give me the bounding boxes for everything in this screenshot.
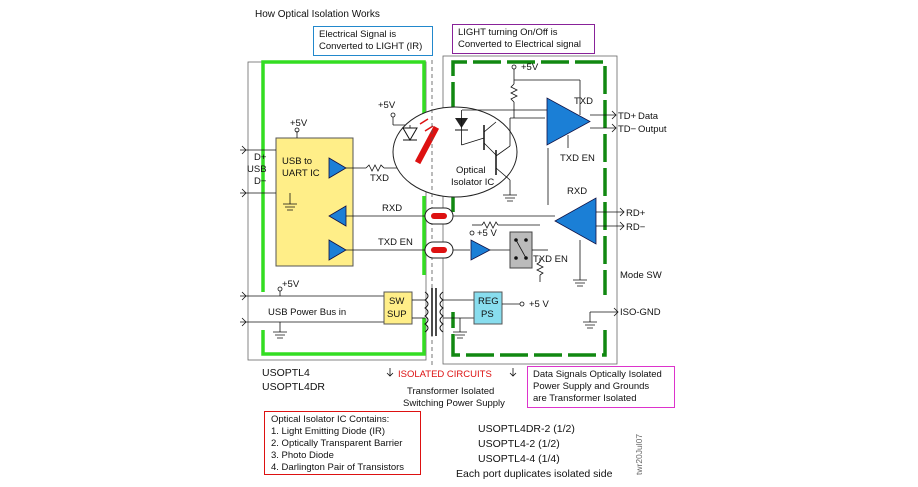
power-5v-label: +5V <box>282 279 300 290</box>
td-minus-label: TD− <box>618 124 637 135</box>
left-isolation-border <box>261 60 426 356</box>
signature-label: twr20Jul07 <box>634 434 644 475</box>
variant-1-label: USOPTL4DR-2 (1/2) <box>478 423 575 435</box>
usb-label: USB <box>247 164 267 175</box>
each-port-label: Each port duplicates isolated side <box>456 468 613 480</box>
optical-ic-item: 2. Optically Transparent Barrier <box>271 438 403 449</box>
ps-label: PS <box>481 309 494 320</box>
transformer-secondary <box>439 291 444 333</box>
rxd-line-receiver <box>554 197 597 245</box>
switching-supply-box <box>383 291 413 325</box>
led-5v-label: +5V <box>378 100 396 111</box>
callout-2-line-1: LIGHT turning On/Off is <box>458 27 558 38</box>
callout-1-line-2: Converted to LIGHT (IR) <box>319 41 423 52</box>
optical-ic-heading: Optical Isolator IC Contains: <box>271 414 390 425</box>
transformer-primary <box>424 291 429 333</box>
model-1-label: USOPTL4 <box>262 367 310 379</box>
mode-sw-label: Mode SW <box>620 270 662 281</box>
data-isolated-callout: Data Signals Optically Isolated Power Su… <box>527 366 675 408</box>
iso-gnd-label: ISO-GND <box>620 307 661 318</box>
usb-power-bus-label: USB Power Bus in <box>268 307 346 318</box>
pullup-resistor <box>510 83 518 103</box>
usb-uart-ic <box>275 137 354 267</box>
model-2-label: USOPTL4DR <box>262 381 325 393</box>
switch-txd-en-label: TXD EN <box>533 254 568 265</box>
rd-plus-label: RD+ <box>626 208 646 219</box>
callout-3-line-2: Power Supply and Grounds <box>533 381 650 392</box>
top-5v-label: +5V <box>521 62 539 73</box>
diagram-title: How Optical Isolation Works <box>255 9 380 20</box>
callout-2-line-2: Converted to Electrical signal <box>458 39 582 50</box>
optical-ic-contents-box: Optical Isolator IC Contains: 1. Light E… <box>264 411 421 475</box>
optical-ic-item: 1. Light Emitting Diode (IR) <box>271 426 386 437</box>
variant-3-label: USOPTL4-4 (1/4) <box>478 453 560 465</box>
reg-label: REG <box>478 296 499 307</box>
optical-ic-item: 4. Darlington Pair of Transistors <box>271 462 405 473</box>
txd-en-buffer <box>470 239 491 261</box>
usb-uart-label-2: UART IC <box>282 168 320 179</box>
electrical-to-light-callout: Electrical Signal is Converted to LIGHT … <box>313 26 433 56</box>
sup-label: SUP <box>387 309 407 320</box>
output-label: Output <box>638 124 667 135</box>
rxd-label: RXD <box>382 203 402 214</box>
optical-isolator-ic <box>392 106 518 198</box>
optical-ic-item: 3. Photo Diode <box>271 450 334 461</box>
receiver-rxd-label: RXD <box>567 186 587 197</box>
optical-isolator-label-2: Isolator IC <box>451 177 494 188</box>
mode-switch <box>509 231 533 269</box>
callout-1-line-1: Electrical Signal is <box>319 29 397 40</box>
mode-5v-label: +5 V <box>477 228 497 239</box>
regulator-box <box>473 291 503 325</box>
uart-tx-buffer <box>328 157 347 179</box>
txd-label: TXD <box>370 173 389 184</box>
optical-barrier <box>414 125 440 165</box>
variant-2-label: USOPTL4-2 (1/2) <box>478 438 560 450</box>
rd-minus-label: RD− <box>626 222 646 233</box>
txd-resistor <box>365 164 385 172</box>
reg-5v-label: +5 V <box>529 299 549 310</box>
usb-uart-label-1: USB to <box>282 156 312 167</box>
txd-line-driver <box>546 97 591 146</box>
sw-label: SW <box>389 296 404 307</box>
txd-en-label: TXD EN <box>378 237 413 248</box>
td-plus-label: TD+ <box>618 111 637 122</box>
d-plus-label: D+ <box>254 152 267 163</box>
transformer-isolated-label: Transformer Isolated <box>407 386 494 397</box>
uart-txen-buffer <box>328 239 347 261</box>
optical-isolator-label-1: Optical <box>456 165 486 176</box>
callout-3-line-1: Data Signals Optically Isolated <box>533 369 662 380</box>
driver-txd-en-label: TXD EN <box>560 153 595 164</box>
driver-txd-label: TXD <box>574 96 593 107</box>
isolated-circuits-label: ISOLATED CIRCUITS <box>398 369 492 380</box>
d-minus-label: D− <box>254 176 267 187</box>
callout-3-line-3: are Transformer Isolated <box>533 393 637 404</box>
uart-5v-label: +5V <box>290 118 308 129</box>
switching-power-supply-label: Switching Power Supply <box>403 398 505 409</box>
data-label: Data <box>638 111 659 122</box>
light-to-electrical-callout: LIGHT turning On/Off is Converted to Ele… <box>452 24 595 54</box>
